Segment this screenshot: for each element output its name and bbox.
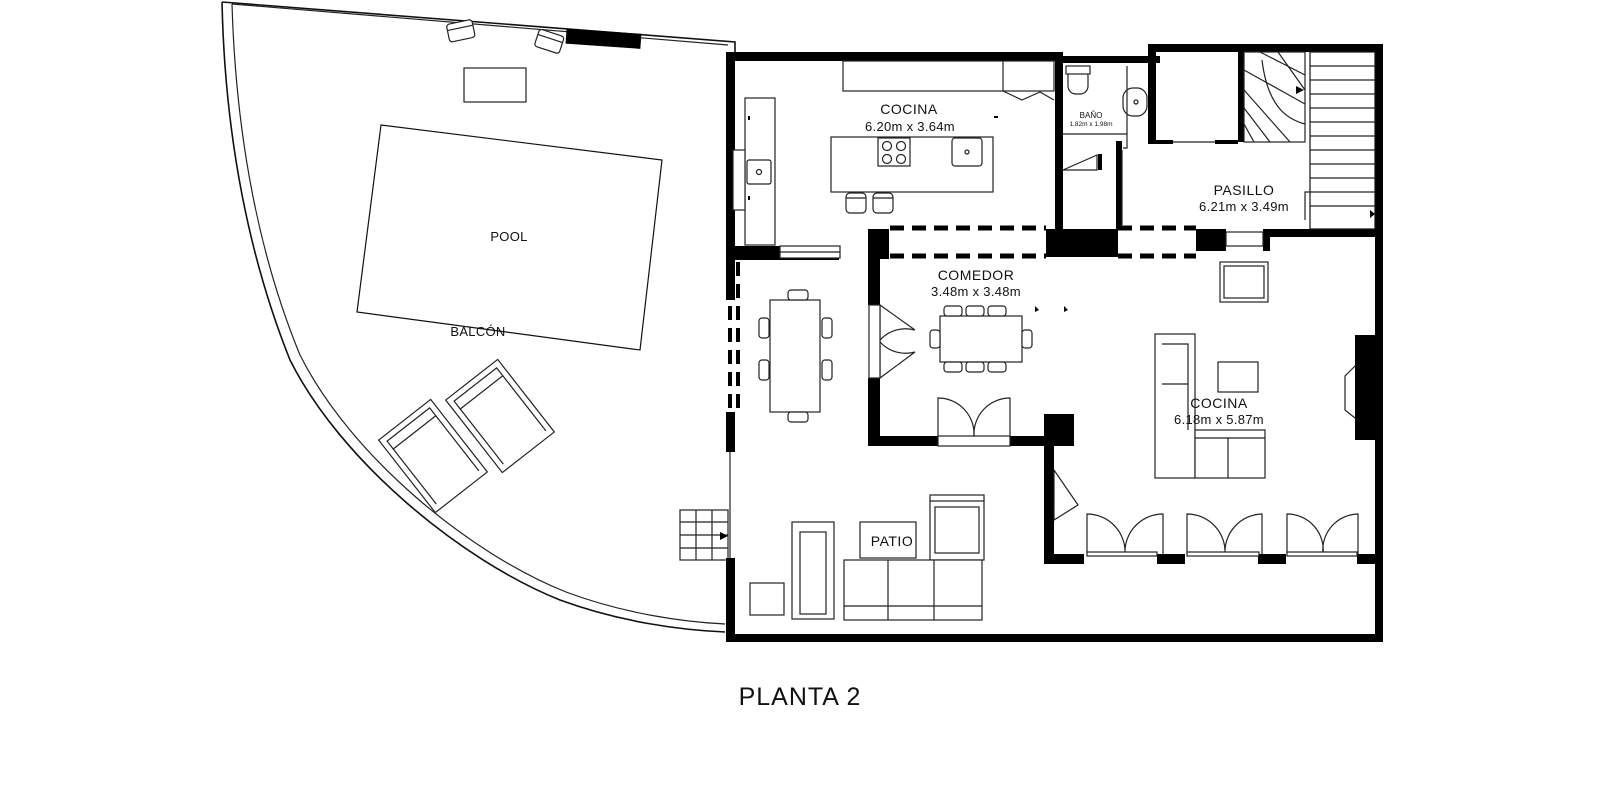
label-patio: PATIO <box>871 533 913 549</box>
staircase <box>1121 51 1376 247</box>
label-comedor: COMEDOR <box>938 267 1015 283</box>
label-pasillo-dims: 6.21m x 3.49m <box>1199 199 1289 214</box>
openings <box>728 225 1196 558</box>
comedor-furniture <box>868 304 1068 447</box>
label-cocina-main: COCINA <box>1190 395 1248 411</box>
room-labels: COCINA 6.20m x 3.64m BAÑO 1.82m x 1.98m … <box>450 101 1289 711</box>
label-balcon: BALCÓN <box>450 324 505 339</box>
kitchen-upper <box>732 60 1055 259</box>
sun-lounger <box>444 358 556 474</box>
lounge-chair <box>446 19 476 43</box>
bathroom <box>1062 65 1148 171</box>
dining-set <box>758 289 833 423</box>
label-pasillo: PASILLO <box>1214 182 1275 198</box>
walls <box>726 44 1383 642</box>
label-pool: POOL <box>490 229 527 244</box>
lounge-chair <box>534 28 565 54</box>
label-cocina-top-dims: 6.20m x 3.64m <box>865 119 955 134</box>
living-furniture <box>1053 261 1359 557</box>
steps <box>679 509 729 561</box>
outdoor-table <box>463 67 527 103</box>
sun-lounger <box>377 398 489 514</box>
patio-furniture <box>749 494 985 621</box>
pool <box>356 124 663 351</box>
label-comedor-dims: 3.48m x 3.48m <box>931 284 1021 299</box>
label-bano: BAÑO <box>1080 111 1103 120</box>
label-cocina-top: COCINA <box>880 101 938 117</box>
label-cocina-main-dims: 6.18m x 5.87m <box>1174 412 1264 427</box>
floor-title: PLANTA 2 <box>739 683 862 711</box>
label-bano-dims: 1.82m x 1.98m <box>1070 121 1113 128</box>
balcony-area <box>221 1 736 633</box>
balcony-bench <box>565 28 642 49</box>
